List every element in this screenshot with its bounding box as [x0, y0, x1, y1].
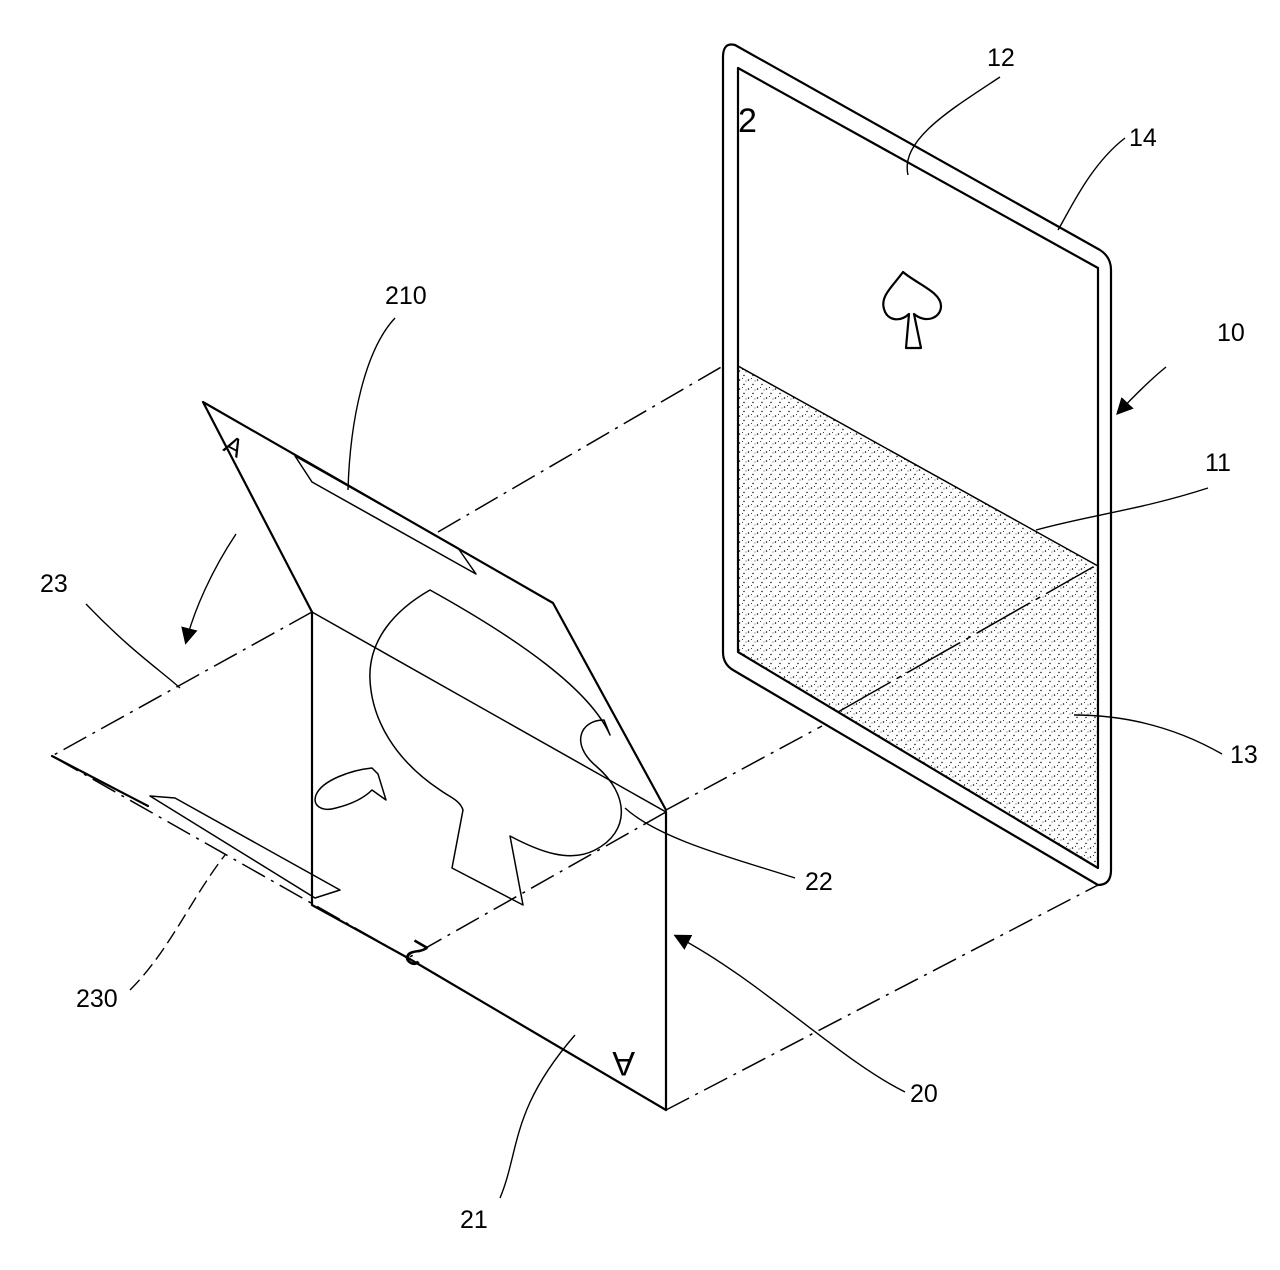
- panel-21-base: [406, 956, 668, 1112]
- card-20: A 2 A: [50, 400, 668, 1112]
- large-spade-icon: [369, 589, 623, 906]
- ref-21: 21: [460, 1206, 488, 1234]
- ref-210: 210: [385, 282, 427, 310]
- card-20-rank-top: A: [219, 429, 249, 464]
- region-boundary: [737, 365, 1099, 567]
- arrow-icon: [673, 934, 906, 1093]
- ref-11: 11: [1205, 449, 1231, 477]
- ref-22: 22: [805, 868, 833, 896]
- ref-12: 12: [987, 44, 1015, 72]
- card-10: 2: [721, 43, 1113, 887]
- arrow-icon: [1116, 366, 1167, 416]
- region-13-stipple: [738, 366, 1098, 868]
- reference-numerals: 10 11 12 13 14 20 21 22 23 210 230: [40, 44, 1258, 1234]
- leader-lines: [85, 76, 1223, 1199]
- ref-10: 10: [1217, 319, 1245, 347]
- ref-230: 230: [76, 985, 118, 1013]
- strip-230: [149, 795, 341, 899]
- projection-lines: [437, 365, 1099, 1111]
- card-20-ridge-line: [311, 611, 667, 813]
- ref-23: 23: [40, 570, 68, 598]
- panel-23-edge: [50, 754, 150, 808]
- arrow-icon: [181, 533, 237, 645]
- ref-20: 20: [910, 1080, 938, 1108]
- card-10-rank-label: 2: [738, 102, 757, 140]
- small-spade-icon: [314, 767, 387, 810]
- card-10-fold-line: [837, 566, 1094, 713]
- ref-14: 14: [1129, 124, 1157, 152]
- card-20-rank-base: A: [612, 1044, 635, 1082]
- ref-13: 13: [1230, 741, 1258, 769]
- spade-icon: [882, 270, 943, 350]
- strip-210: [294, 455, 477, 575]
- card-20-rank-front: 2: [399, 932, 434, 974]
- card-20-front-face: [310, 610, 410, 960]
- card-20-top-flap: [201, 400, 668, 812]
- panel-23-outline: [50, 611, 409, 959]
- fold-line-22: [407, 811, 667, 959]
